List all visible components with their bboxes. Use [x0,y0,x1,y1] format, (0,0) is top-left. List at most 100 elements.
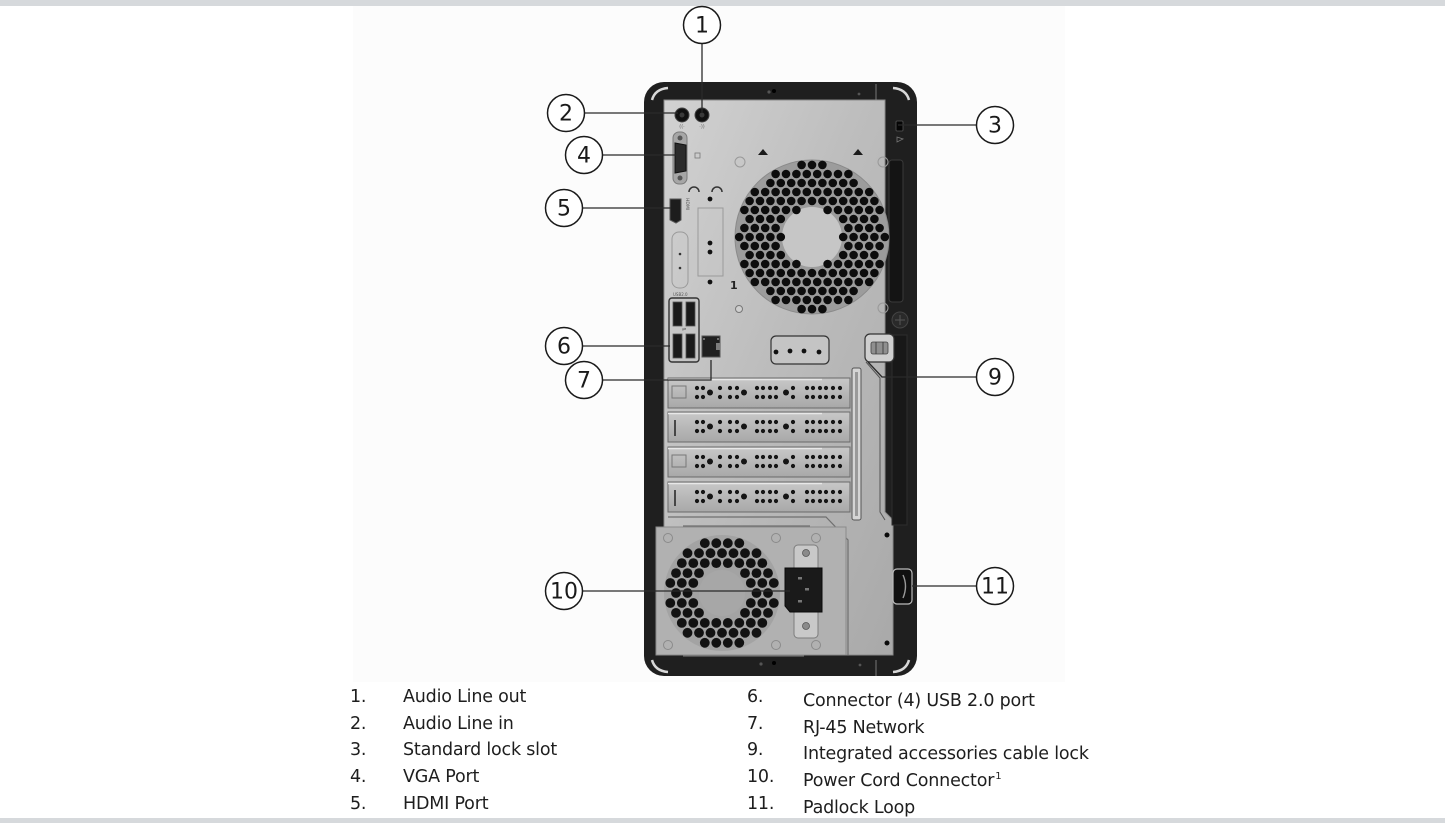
fan-grill-hole [792,295,801,305]
leader-7 [603,360,712,381]
callout-2-label: 2 [559,102,573,127]
psu-fan-hole [676,558,687,568]
expansion-slot-vent [734,454,740,460]
fan-grill-hole [818,178,827,188]
expansion-slot-cover [667,446,851,478]
expansion-slot-vent [760,463,766,469]
expansion-slot-cover [667,411,851,443]
fan-grill-hole [807,178,817,188]
fan-grill-hole [766,214,775,224]
fan-grill-hole [823,187,832,197]
usb-port-2 [685,301,696,327]
fan-grill-hole [781,295,791,305]
fan-grill-hole [859,232,869,242]
fan-grill-hole [849,214,858,224]
fan-grill-hole [755,250,765,260]
callout-1-label: 1 [695,14,709,39]
expansion-slot-vent [694,394,700,400]
cable-lock-guide [865,361,886,521]
fan-grill-hole [776,286,786,296]
fan-grill-hole [823,259,832,269]
expansion-slot-vent [754,385,760,391]
audio-in-marking: ((· [679,124,685,130]
fan-grill-hole [797,268,806,278]
psu-fan-hole [682,568,693,578]
expansion-slot-vent [694,463,700,469]
legend-item-label: Integrated accessories cable lock [803,744,1089,765]
psu-fan-hole [676,618,687,628]
fan-grill-hole [797,286,806,296]
fan-grill-hole [838,196,848,206]
expansion-slot-vent [734,428,740,434]
expansion-slot-vent [830,428,836,434]
fan-grill-hole [844,205,853,215]
psu-fan-hole [688,578,699,588]
expansion-slot-vent [790,498,796,504]
fan-grill-hole [807,304,817,314]
legend-item-text: Standard lock slot [403,740,558,761]
psu-fan-hole [711,558,722,568]
psu-fan-hole [694,548,704,559]
psu-fan-hole [699,538,710,549]
fan-grill-hole [776,250,786,260]
psu-fan-hub [699,570,745,616]
legend-item-number: 5. [350,793,367,814]
expansion-slot-vent [760,489,766,495]
psu-fan-hole [694,608,704,618]
expansion-slot-vent [837,428,843,434]
fan-grill-hole [781,187,791,197]
fan-grill-hole [844,169,853,179]
legend-item-number: 7. [747,713,764,734]
expansion-slot-vent [767,489,773,495]
padlock-loop-ring [902,574,907,599]
expansion-slot-vent [823,454,829,460]
expansion-slot-vent [773,463,779,469]
cable-lock [864,333,895,521]
fan-grill-hole [776,232,786,242]
fan-grill-hole [766,250,775,260]
fan-grill-hole [870,268,879,278]
psu-fan-hole [699,618,710,628]
fan-grill-hole [771,169,780,179]
corner-arrow-top-right [892,86,911,101]
legend-item-text: Integrated accessories cable lock [803,737,1090,768]
expansion-slot-vent [707,493,713,500]
expansion-slot-vent [810,463,816,469]
expansion-slot-vent [804,419,810,425]
fan-grill-hole [792,205,801,215]
callout-1-circle [682,5,722,45]
fan-grill-hole [781,277,791,287]
audio-line-out-hole [699,112,705,118]
expansion-slot-vent [810,489,816,495]
fan-grill-hole [875,205,884,215]
fan-grill-hole [812,187,822,197]
fan-grill-hole [745,214,754,224]
callouts: 1 2 3 4 5 6 7 9 [544,5,1015,611]
power-pin-2 [805,588,809,591]
side-rail [891,334,908,526]
expansion-slot-vent [837,419,843,425]
fan-grill-hole [771,187,780,197]
fan-grill-hole [844,241,853,251]
legend-item-number: 6. [747,687,764,707]
legend-item-text: Padlock Loop [803,791,916,822]
fan-grill-hole [818,304,827,314]
expansion-slot-vent [741,423,747,430]
padlock-hole-bottom [884,640,890,646]
vga-icon [694,152,701,159]
fan-grill-hole [776,268,786,278]
fan-grill-hole [844,277,853,287]
chassis-screw-bottom-2 [772,661,776,665]
fan-grill-hole [833,169,843,179]
side-handle-slot [888,159,904,303]
psu-fan-hole [717,627,727,638]
fan-grill-hole [818,268,827,278]
psu-fan-hole [699,637,710,648]
psu-fan-hole [751,548,762,559]
legend-item-label: Connector (4) USB 2.0 port [803,691,1035,711]
expansion-slot-vent [694,498,700,504]
usb-port-group: USB2.0 ⇌ [668,292,700,363]
expansion-slot-vent [767,463,773,469]
vga-screw-bottom [677,175,683,181]
chassis-screw-top-2 [772,89,776,93]
